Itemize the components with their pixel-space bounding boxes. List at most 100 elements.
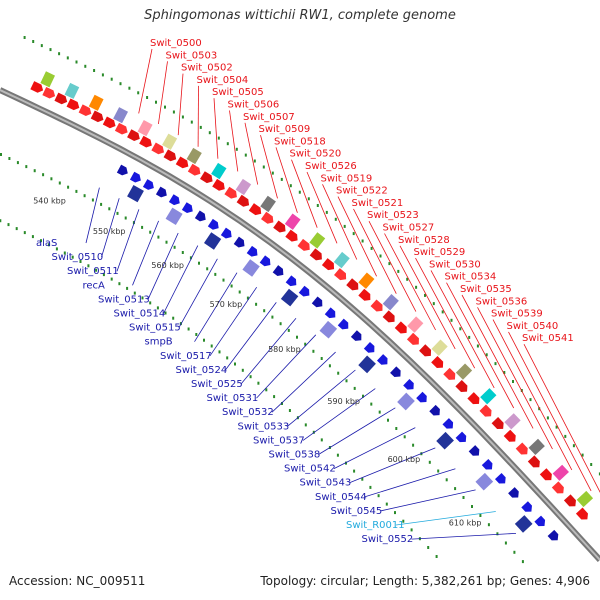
forward-gene-arrow bbox=[309, 248, 322, 261]
forward-gene-arrow bbox=[248, 203, 262, 216]
reverse-gene-label: Swit_0542 bbox=[284, 464, 336, 475]
forward-gene-box bbox=[576, 490, 594, 508]
reverse-gene-label: Swit_0531 bbox=[207, 393, 259, 404]
track-tick bbox=[387, 418, 389, 422]
track-tick bbox=[199, 125, 202, 129]
track-tick bbox=[388, 262, 391, 266]
forward-label-line bbox=[275, 147, 298, 213]
reverse-gene-arrow bbox=[508, 487, 519, 498]
track-tick bbox=[128, 86, 131, 90]
track-tick bbox=[206, 267, 209, 271]
track-tick bbox=[598, 472, 600, 476]
reverse-label-line bbox=[147, 232, 179, 300]
forward-label-line bbox=[430, 270, 495, 389]
track-tick bbox=[336, 453, 339, 457]
track-tick bbox=[521, 560, 524, 564]
track-tick bbox=[217, 136, 220, 140]
reverse-gene-label: Swit_0532 bbox=[222, 407, 274, 418]
forward-gene-label: Swit_0505 bbox=[212, 87, 264, 98]
track-tick bbox=[512, 380, 514, 383]
label-line-layer bbox=[85, 48, 600, 540]
track-tick bbox=[234, 362, 236, 366]
reverse-label-line bbox=[256, 334, 317, 399]
reverse-gene-arrow bbox=[285, 275, 297, 287]
forward-gene-arrow bbox=[491, 417, 504, 430]
track-tick bbox=[298, 190, 301, 194]
track-tick bbox=[379, 254, 382, 258]
forward-gene-box bbox=[40, 71, 56, 88]
forward-gene-box bbox=[552, 464, 569, 481]
forward-label-line bbox=[492, 319, 573, 471]
forward-gene-box bbox=[284, 213, 301, 230]
track-tick bbox=[504, 541, 507, 545]
forward-gene-box bbox=[113, 107, 129, 124]
forward-gene-label: Swit_0502 bbox=[181, 63, 233, 74]
reverse-gene-arrow bbox=[155, 186, 167, 198]
forward-gene-label: Swit_0523 bbox=[367, 210, 419, 221]
forward-gene-arrow bbox=[575, 507, 588, 520]
genome-summary-text: Topology: circular; Length: 5,382,261 bp… bbox=[260, 574, 590, 588]
forward-gene-arrow bbox=[394, 321, 407, 334]
forward-label-line bbox=[477, 307, 553, 450]
reverse-gene-label: Swit_0524 bbox=[176, 365, 228, 376]
forward-gene-arrow bbox=[431, 355, 444, 369]
forward-label-line bbox=[353, 208, 397, 294]
track-tick bbox=[210, 344, 213, 348]
reverse-gene-arrow bbox=[376, 354, 388, 365]
track-tick bbox=[55, 247, 58, 251]
track-tick bbox=[218, 350, 221, 354]
track-tick bbox=[271, 171, 274, 175]
ruler-label: 550 kbp bbox=[93, 227, 126, 236]
track-tick bbox=[0, 219, 2, 223]
forward-label-line bbox=[138, 48, 153, 114]
track-tick bbox=[31, 235, 34, 239]
reverse-label-line bbox=[163, 245, 199, 314]
forward-gene-arrow bbox=[346, 278, 359, 291]
forward-gene-label: Swit_0529 bbox=[414, 247, 466, 258]
track-tick bbox=[289, 184, 292, 188]
track-tick bbox=[385, 502, 388, 506]
track-tick bbox=[235, 147, 238, 151]
forward-gene-box bbox=[64, 82, 80, 99]
track-tick bbox=[428, 460, 431, 464]
track-tick bbox=[362, 394, 364, 398]
forward-gene-arrow bbox=[187, 163, 201, 176]
track-tick bbox=[63, 251, 66, 255]
forward-gene-box bbox=[504, 413, 521, 430]
forward-gene-arrow bbox=[358, 288, 371, 301]
forward-gene-arrow bbox=[30, 81, 44, 93]
track-tick bbox=[402, 519, 405, 523]
reverse-label-line bbox=[271, 351, 336, 413]
track-tick bbox=[95, 268, 98, 272]
track-tick bbox=[157, 235, 160, 239]
track-tick bbox=[91, 198, 94, 202]
reverse-label-line bbox=[132, 220, 159, 286]
track-tick bbox=[307, 197, 310, 201]
reverse-gene-arrow bbox=[442, 418, 454, 429]
track-tick bbox=[23, 36, 26, 39]
forward-gene-arrow bbox=[102, 116, 116, 129]
track-tick bbox=[432, 302, 435, 306]
track-tick bbox=[156, 306, 159, 310]
forward-gene-arrow bbox=[285, 229, 298, 242]
reverse-gene-label: Swit_0538 bbox=[269, 450, 321, 461]
track-tick bbox=[352, 232, 355, 236]
track-tick bbox=[325, 210, 328, 214]
track-tick bbox=[343, 224, 346, 228]
track-tick bbox=[370, 402, 373, 406]
track-tick bbox=[415, 285, 418, 289]
track-tick bbox=[459, 327, 462, 331]
track-tick bbox=[8, 157, 11, 160]
forward-gene-arrow bbox=[455, 379, 468, 392]
track-tick bbox=[281, 402, 283, 405]
forward-gene-label: Swit_0539 bbox=[491, 309, 543, 320]
reverse-gene-arrow bbox=[521, 501, 532, 512]
forward-label-line bbox=[322, 184, 358, 260]
track-tick bbox=[406, 277, 409, 281]
reverse-gene-label: recA bbox=[83, 280, 106, 291]
track-tick bbox=[316, 204, 319, 207]
forward-label-line bbox=[415, 257, 476, 369]
track-tick bbox=[66, 56, 69, 60]
track-tick bbox=[208, 131, 211, 135]
